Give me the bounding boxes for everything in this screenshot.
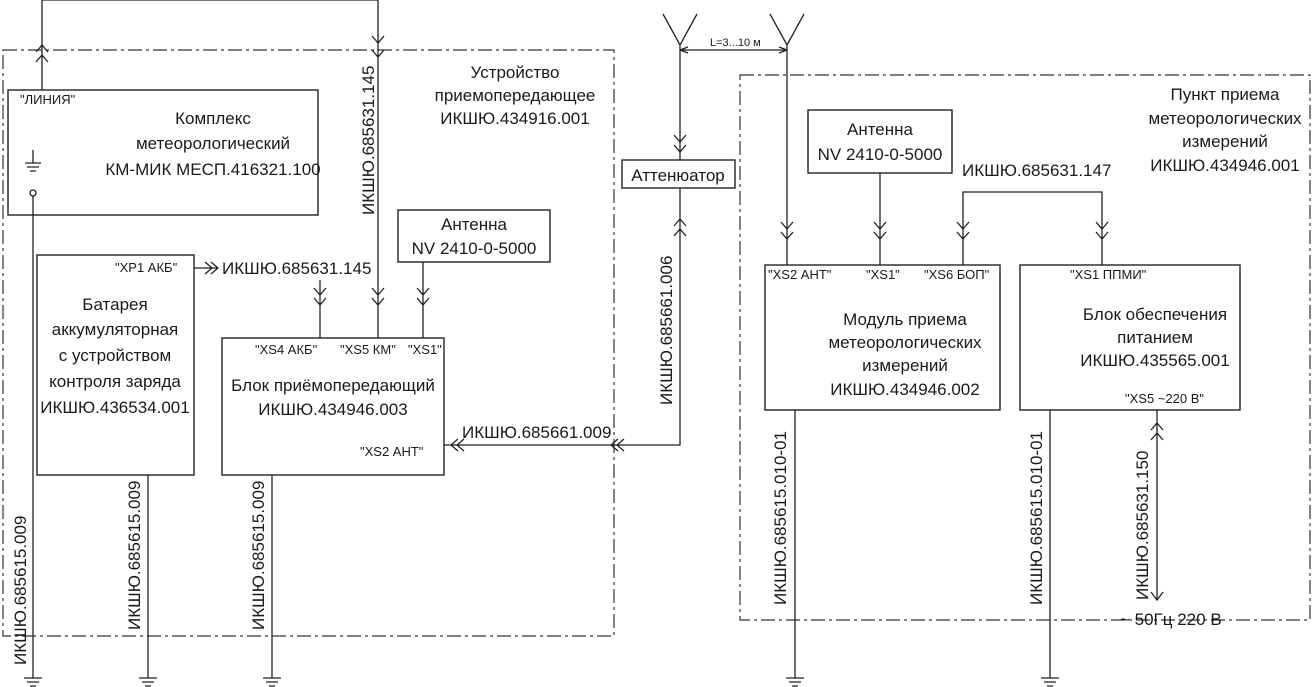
connector-down-icon — [371, 35, 385, 58]
receiver-module-block: "XS2 АНТ" "XS1" "XS6 БОП" Модуль приема … — [764, 264, 1001, 411]
block-title: Антенна — [847, 120, 914, 139]
block-title: аккумуляторная — [52, 320, 179, 339]
connector-label: "ЛИНИЯ" — [20, 92, 76, 107]
antenna-wire — [416, 262, 430, 338]
connector-label: "XS4 АКБ" — [255, 342, 318, 357]
device-title: приемопередающее — [435, 86, 596, 105]
device-title: Устройство — [471, 63, 560, 82]
block-title: метеорологический — [136, 134, 290, 153]
cable-label-mains: ИКШЮ.685631.150 — [1133, 451, 1152, 600]
block-code: ИКШЮ.434946.002 — [830, 380, 979, 399]
connector-label: "XS5 КМ" — [340, 342, 396, 357]
block-title: метеорологических — [828, 333, 982, 352]
transceiver-device-enclosure — [2, 49, 615, 637]
mains-label: ~ 50Гц 220 В — [1120, 610, 1222, 629]
cable-label-ground: ИКШЮ.685615.009 — [11, 516, 30, 665]
battery-block: "XP1 АКБ" Батарея аккумуляторная с устро… — [36, 254, 195, 476]
cable-label-ground: ИКШЮ.685615.009 — [125, 481, 144, 630]
antenna-left-block: Антенна NV 2410-0-5000 — [397, 209, 551, 263]
module-power-wire — [956, 191, 1109, 265]
block-title: Комплекс — [175, 109, 251, 128]
block-title: Аттенюатор — [631, 166, 725, 185]
antenna-right-block: Антенна NV 2410-0-5000 — [807, 109, 953, 174]
connector-up-icon — [35, 44, 49, 63]
block-title: измерений — [862, 356, 948, 375]
block-title: с устройством — [59, 346, 172, 365]
connector-down-icon — [780, 221, 794, 240]
station-enclosure — [739, 74, 1311, 621]
block-code: ИКШЮ.434946.003 — [258, 400, 407, 419]
distance-dimension — [679, 46, 788, 54]
antenna-block-wire — [444, 233, 681, 452]
block-code: NV 2410-0-5000 — [412, 239, 537, 258]
antenna-icon — [769, 13, 805, 265]
connector-up-icon — [673, 188, 687, 237]
block-code: ИКШЮ.435565.001 — [1080, 351, 1229, 370]
complex-block: "ЛИНИЯ" Комплекс метеорологический КМ-МИ… — [7, 89, 321, 216]
station-title: измерений — [1182, 132, 1268, 151]
station-code: ИКШЮ.434946.001 — [1150, 156, 1299, 175]
block-title: контроля заряда — [49, 372, 181, 391]
connector-label: "XS1 ППМИ" — [1070, 267, 1147, 282]
cable-label-ground: ИКШЮ.685615.010-01 — [1027, 431, 1046, 605]
cable-label-km: ИКШЮ.685631.145 — [359, 66, 378, 215]
cable-label-battery: ИКШЮ.685631.145 — [222, 259, 371, 278]
antenna-wire — [873, 173, 887, 265]
cable-label-attenuator: ИКШЮ.685661.006 — [657, 256, 676, 405]
block-title: Батарея — [82, 295, 147, 314]
block-code: NV 2410-0-5000 — [818, 145, 943, 164]
power-supply-block: "XS1 ППМИ" Блок обеспечения питанием ИКШ… — [1019, 264, 1241, 411]
attenuator-block: Аттенюатор — [621, 159, 736, 189]
station-title: Пункт приема — [1171, 85, 1281, 104]
distance-label: L=3...10 м — [710, 37, 761, 49]
connector-label: "XS2 АНТ" — [768, 267, 832, 282]
device-code: ИКШЮ.434916.001 — [440, 109, 589, 128]
transceiver-block: "XS4 АКБ" "XS5 КМ" "XS1" Блок приёмопере… — [221, 337, 445, 476]
station-title: метеорологических — [1148, 109, 1302, 128]
block-title: Блок приёмопередающий — [231, 376, 435, 395]
cable-label-ground: ИКШЮ.685615.010-01 — [771, 431, 790, 605]
km-link-wire — [41, 0, 379, 338]
cable-label-ant: ИКШЮ.685661.009 — [462, 423, 611, 442]
block-code: КМ-МИК МЕСП.416321.100 — [105, 160, 320, 179]
connector-label: "XS5 ~220 В" — [1125, 391, 1204, 406]
cable-label-module-power: ИКШЮ.685631.147 — [962, 161, 1111, 180]
battery-wire — [194, 261, 327, 338]
connector-label: "XP1 АКБ" — [115, 260, 178, 275]
block-title: питанием — [1117, 328, 1193, 347]
mains-wire — [1150, 410, 1164, 602]
block-title: Модуль приема — [843, 310, 967, 329]
connector-down-icon — [371, 287, 385, 306]
cable-label-ground: ИКШЮ.685615.009 — [249, 481, 268, 630]
antenna-icon — [662, 13, 698, 160]
connector-label: "XS6 БОП" — [924, 267, 990, 282]
ground-icon — [24, 150, 42, 687]
connector-down-icon — [673, 134, 687, 153]
connector-label: "XS2 АНТ" — [360, 444, 424, 459]
connector-label: "XS1" — [408, 342, 442, 357]
block-title: Антенна — [441, 215, 508, 234]
block-title: Блок обеспечения — [1083, 305, 1227, 324]
connector-label: "XS1" — [866, 267, 900, 282]
block-code: ИКШЮ.436534.001 — [40, 398, 189, 417]
